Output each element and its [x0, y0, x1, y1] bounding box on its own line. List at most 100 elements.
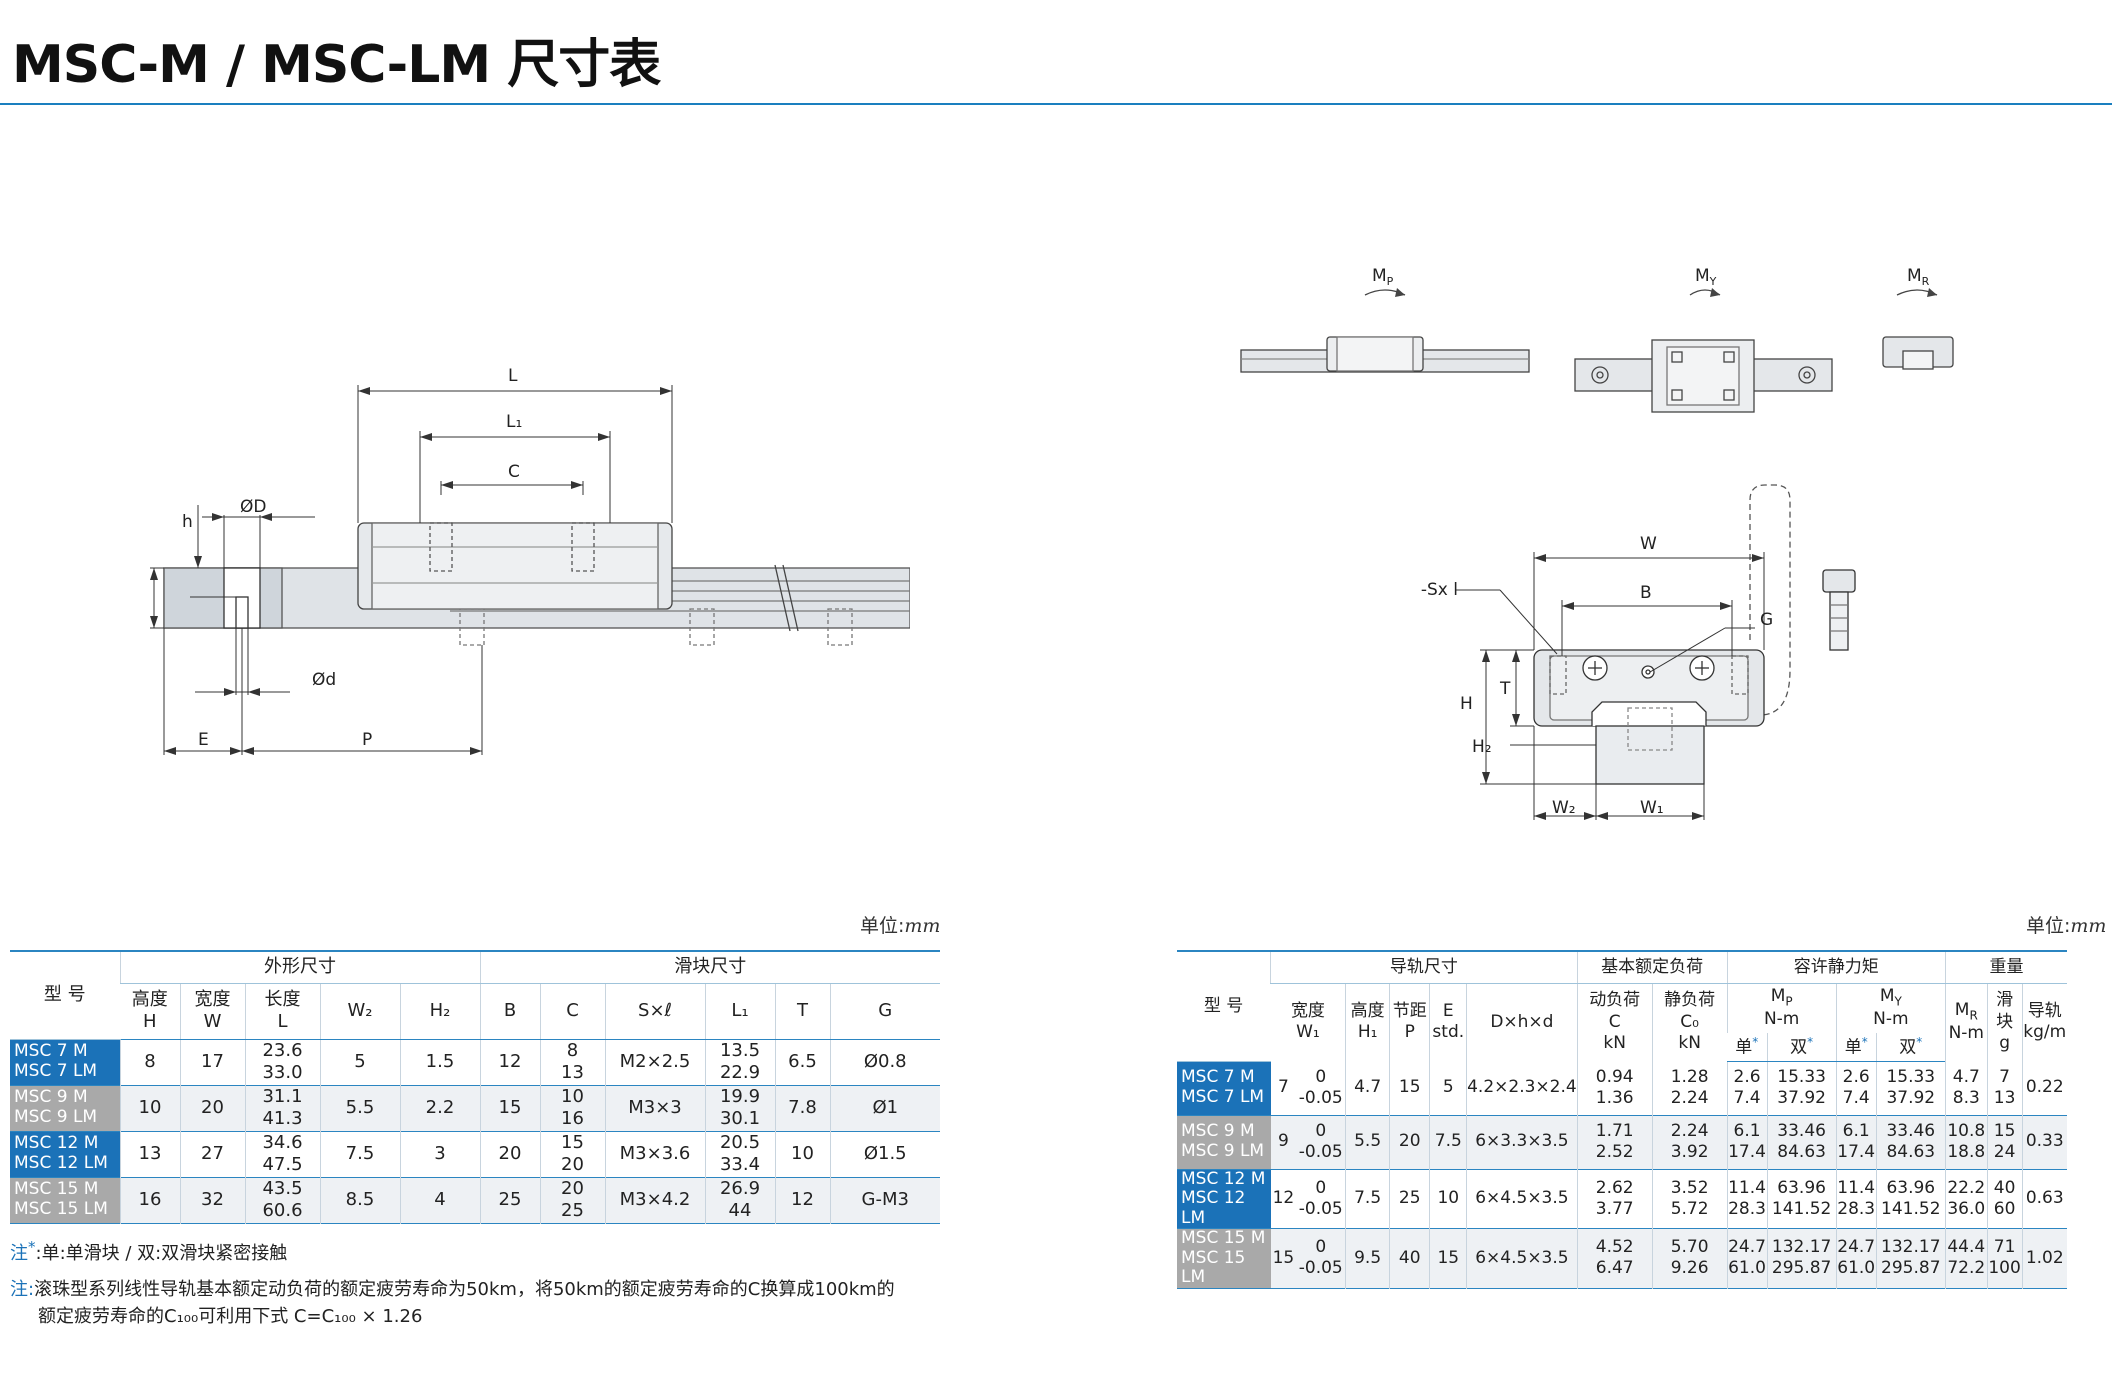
col-header-W2: W₂	[319, 983, 400, 1040]
cell-W1: 15	[1270, 1228, 1297, 1289]
cell-S: M3×4.2	[604, 1177, 705, 1223]
col-header-T: T	[774, 983, 830, 1040]
dim-label-H2: H₂	[1472, 737, 1492, 757]
cell-G: Ø1	[829, 1085, 940, 1131]
cell-H2: 2.2	[399, 1085, 480, 1131]
dim-label-h: h	[182, 512, 193, 532]
dim-label-T: T	[1499, 679, 1511, 699]
cell-Dhd: 6×3.3×3.5	[1466, 1115, 1578, 1169]
cell-H1: 4.7	[1345, 1061, 1390, 1115]
col-header-my-double: 双*	[1875, 1033, 1946, 1062]
cell-B: 20	[479, 1131, 540, 1177]
cell-E: 5	[1429, 1061, 1467, 1115]
dim-label-E: E	[198, 730, 209, 750]
group-load-header: 基本额定负荷	[1576, 951, 1728, 984]
col-header-mp-single: 单*	[1727, 1033, 1767, 1062]
cell-rail-weight: 0.22	[2021, 1061, 2067, 1115]
cell-W: 20	[179, 1085, 245, 1131]
cell-W1: 7	[1277, 1077, 1289, 1098]
cell-P: 40	[1388, 1228, 1430, 1289]
dim-label-B: B	[1640, 583, 1652, 603]
right-unit-label: 单位:mm	[2026, 915, 2107, 937]
cell-B: 25	[479, 1177, 540, 1223]
moment-label-mr: MR	[1907, 266, 1930, 288]
col-header-L1: L₁	[704, 983, 775, 1040]
cell-H2: 4	[399, 1177, 480, 1223]
group-rail-header: 导轨尺寸	[1270, 951, 1578, 984]
cell-P: 15	[1388, 1061, 1430, 1115]
title-divider	[0, 103, 2112, 105]
cell-G: G-M3	[829, 1177, 940, 1223]
moment-views: MP MY MR	[1240, 266, 1954, 413]
side-view-drawing: L L₁ C h ØD H₁ Ød E P	[150, 366, 910, 755]
model-header: 型 号	[1177, 951, 1271, 1062]
cell-T: 10	[774, 1131, 830, 1177]
cell-W: 27	[179, 1131, 245, 1177]
cell-rail-weight: 0.63	[2021, 1169, 2067, 1229]
cell-G: Ø1.5	[829, 1131, 940, 1177]
cell-P: 20	[1388, 1115, 1430, 1169]
model-header: 型 号	[10, 951, 120, 1040]
cell-H: 10	[119, 1085, 180, 1131]
cell-W2: 5.5	[319, 1085, 400, 1131]
col-header-my-single: 单*	[1835, 1033, 1877, 1062]
dim-label-P: P	[362, 730, 372, 750]
cell-E: 10	[1429, 1169, 1467, 1229]
dim-label-H: H	[1460, 694, 1473, 714]
cell-T: 12	[774, 1177, 830, 1223]
col-header-Dhd: D×h×d	[1466, 983, 1578, 1061]
cell-W2: 8.5	[319, 1177, 400, 1223]
cell-W1-tol: 0-0.05	[1298, 1177, 1343, 1219]
dim-label-L1: L₁	[506, 412, 522, 432]
dim-label-d: Ød	[312, 670, 336, 690]
col-header-B: B	[479, 983, 540, 1040]
page-title: MSC-M / MSC-LM 尺寸表	[12, 35, 661, 95]
col-header-C: C	[539, 983, 605, 1040]
left-unit-label: 单位:mm	[860, 915, 941, 937]
cell-H1: 7.5	[1345, 1169, 1390, 1229]
cell-Dhd: 4.2×2.3×2.4	[1466, 1061, 1578, 1115]
cell-H2: 3	[399, 1131, 480, 1177]
moment-label-mp: MP	[1372, 266, 1394, 288]
group-block-header: 滑块尺寸	[479, 951, 940, 984]
note-single-double: 注*:单:单滑块 / 双:双滑块紧密接触	[10, 1238, 288, 1264]
cell-Dhd: 6×4.5×3.5	[1466, 1228, 1578, 1289]
cell-W1-tol: 0-0.05	[1298, 1066, 1343, 1108]
dim-label-W1: W₁	[1640, 798, 1664, 818]
dim-label-W: W	[1640, 534, 1657, 554]
cell-G: Ø0.8	[829, 1039, 940, 1085]
group-outer-header: 外形尺寸	[119, 951, 480, 984]
cell-W: 17	[179, 1039, 245, 1085]
cell-W1: 12	[1272, 1188, 1295, 1209]
